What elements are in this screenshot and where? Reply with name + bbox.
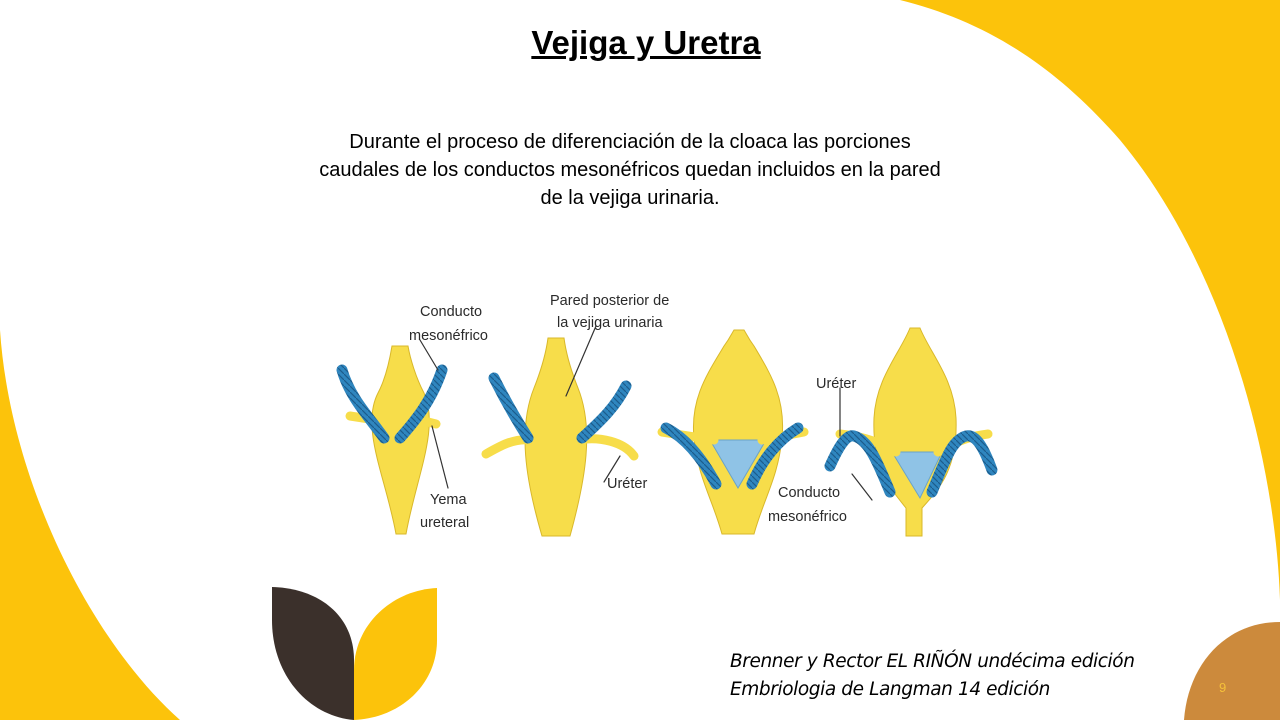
label-yema-ureteral-a: Yema — [430, 492, 467, 508]
label-yema-ureteral-b: ureteral — [420, 515, 469, 531]
label-ureter-1: Uréter — [607, 476, 647, 492]
stage-2-drawing — [481, 337, 639, 537]
page-number: 9 — [1219, 680, 1227, 695]
label-conducto-mesonefrico-2a: Conducto — [778, 485, 840, 501]
stage-3-drawing — [657, 329, 809, 535]
yellow-wave-left — [0, 330, 180, 720]
label-pared-posterior-b: la vejiga urinaria — [557, 315, 664, 331]
label-conducto-mesonefrico-1b: mesonéfrico — [409, 328, 488, 344]
reference-2: Embriologia de Langman 14 edición — [730, 679, 1050, 700]
yellow-leaf-logo — [354, 588, 437, 720]
slide-title: Vejiga y Uretra — [531, 24, 761, 61]
stage-4-drawing — [824, 327, 998, 537]
dark-leaf-logo — [272, 587, 354, 720]
orange-corner-shape — [1184, 622, 1280, 720]
label-pared-posterior-a: Pared posterior de — [550, 293, 669, 309]
label-conducto-mesonefrico-1a: Conducto — [420, 304, 482, 320]
label-conducto-mesonefrico-2b: mesonéfrico — [768, 509, 847, 525]
stage-1-drawing — [336, 345, 448, 535]
label-ureter-2: Uréter — [816, 376, 856, 392]
label-leader-lines — [419, 325, 873, 501]
yellow-wave-top-right — [900, 0, 1280, 600]
references: Brenner y Rector EL RIÑÓN undécima edici… — [730, 648, 1135, 704]
bladder-development-figure: Conducto mesonéfrico Yema ureteral Pared… — [336, 293, 998, 537]
slide-body-text: Durante el proceso de diferenciación de … — [319, 131, 941, 209]
reference-1: Brenner y Rector EL RIÑÓN undécima edici… — [730, 651, 1135, 672]
